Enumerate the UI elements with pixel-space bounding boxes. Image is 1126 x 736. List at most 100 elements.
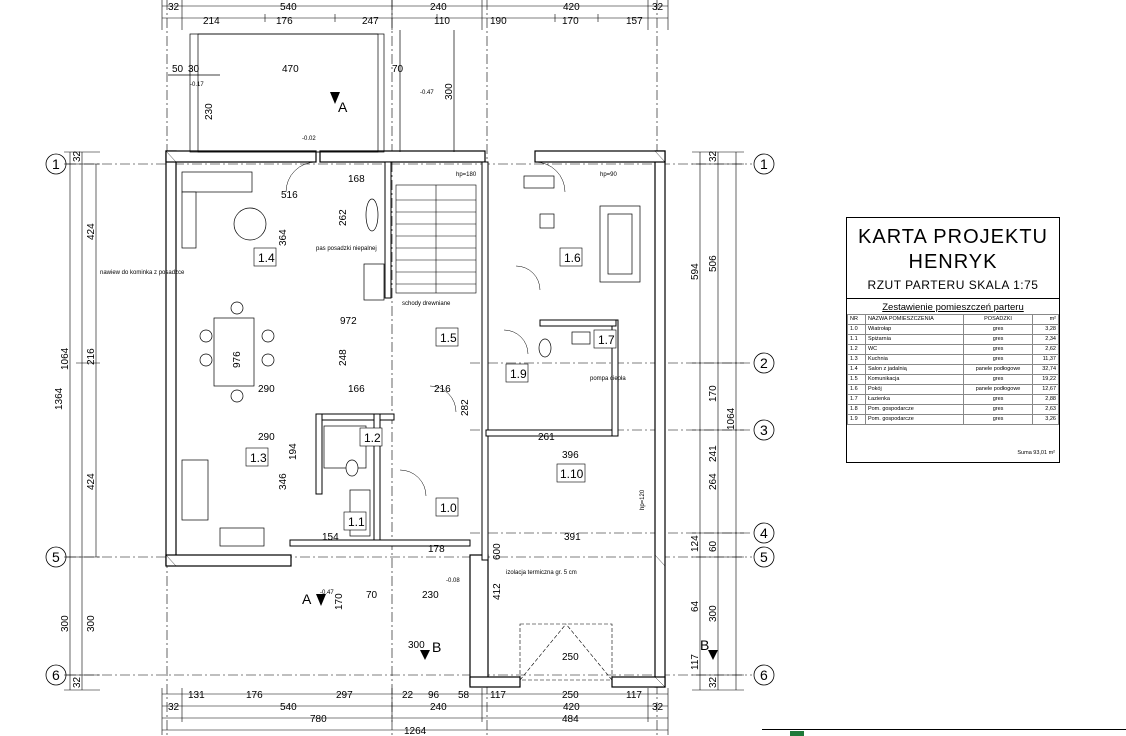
svg-text:1064: 1064 (726, 407, 737, 430)
svg-text:1364: 1364 (54, 387, 65, 410)
svg-text:4: 4 (760, 525, 768, 541)
exterior-walls (165, 150, 666, 688)
section-b-right: B (700, 637, 709, 653)
dim-top-540: 540 (280, 2, 297, 13)
svg-text:1: 1 (760, 156, 768, 172)
svg-text:282: 282 (460, 399, 471, 416)
svg-text:194: 194 (288, 443, 299, 460)
svg-text:1: 1 (52, 156, 60, 172)
svg-text:schody drewniane: schody drewniane (402, 301, 451, 307)
stairs (395, 184, 477, 294)
svg-text:1264: 1264 (404, 726, 427, 735)
svg-text:-0.47: -0.47 (420, 90, 434, 96)
bottom-dim-text-row1: 131 176 297 22 96 58 117 250 117 (188, 690, 642, 701)
card-title: KARTA PROJEKTU (858, 226, 1048, 248)
svg-text:290: 290 (258, 432, 275, 443)
svg-text:297: 297 (336, 690, 353, 701)
wall-hatching (165, 150, 666, 688)
axis-markers (45, 153, 775, 686)
svg-text:540: 540 (280, 702, 297, 713)
section-b-left: B (432, 639, 441, 655)
dim-top-240: 240 (430, 2, 447, 13)
svg-text:470: 470 (282, 64, 299, 75)
svg-text:216: 216 (86, 348, 97, 365)
svg-text:261: 261 (538, 432, 555, 443)
svg-text:1064: 1064 (60, 347, 71, 370)
section-a-bottom: A (302, 591, 312, 607)
svg-text:70: 70 (392, 64, 404, 75)
svg-text:110: 110 (434, 16, 450, 27)
stamp-logo (790, 731, 804, 736)
svg-text:972: 972 (340, 316, 357, 327)
bottom-dimensions (161, 688, 669, 735)
table-header-row: NR NAZWA POMIESZCZENIA POSADZKI m² (847, 314, 1060, 325)
svg-text:6: 6 (52, 667, 60, 683)
dim-top-32a: 32 (168, 2, 180, 13)
svg-text:22: 22 (402, 690, 414, 701)
room-1-5: 1.5 (440, 331, 457, 345)
notes: nawiew do kominka z posadzce pas posadzk… (100, 172, 646, 576)
furniture (181, 171, 641, 547)
svg-text:30: 30 (188, 64, 200, 75)
svg-text:300: 300 (444, 83, 455, 100)
room-1-10: 1.10 (560, 467, 584, 481)
room-labels (245, 247, 617, 531)
svg-text:391: 391 (564, 532, 581, 543)
svg-text:506: 506 (708, 255, 719, 272)
svg-text:484: 484 (562, 714, 579, 725)
svg-text:170: 170 (562, 16, 579, 27)
svg-text:60: 60 (708, 540, 719, 552)
svg-text:396: 396 (562, 450, 579, 461)
svg-text:230: 230 (422, 590, 439, 601)
section-markers: A A B B (302, 92, 718, 660)
left-dim-text: 1364 1064 424 216 424 300 300 32 32 (54, 150, 97, 688)
svg-text:58: 58 (458, 690, 470, 701)
svg-text:3: 3 (760, 422, 768, 438)
section-a-top: A (338, 99, 348, 115)
left-dimensions (64, 151, 100, 691)
room-1-7: 1.7 (598, 333, 615, 347)
svg-text:117: 117 (490, 690, 506, 701)
svg-text:300: 300 (708, 605, 719, 622)
svg-text:178: 178 (428, 544, 445, 555)
svg-text:-0.02: -0.02 (302, 136, 316, 142)
svg-text:5: 5 (760, 549, 768, 565)
svg-text:32: 32 (708, 676, 719, 688)
dim-top-420: 420 (563, 2, 580, 13)
top-dim-text-row2: 214 176 247 110 190 170 157 (203, 16, 643, 27)
svg-text:124: 124 (690, 535, 701, 552)
svg-text:594: 594 (690, 263, 701, 280)
svg-text:117: 117 (626, 690, 642, 701)
garage-door (519, 623, 613, 681)
dim-top-32b: 32 (652, 2, 664, 13)
stamp-strip (762, 729, 1126, 736)
svg-text:5: 5 (52, 549, 60, 565)
svg-text:157: 157 (626, 16, 643, 27)
svg-text:264: 264 (708, 473, 719, 490)
svg-text:hp=180: hp=180 (456, 172, 477, 178)
top-dimensions (161, 0, 669, 30)
svg-text:412: 412 (492, 583, 503, 600)
svg-text:250: 250 (562, 652, 579, 663)
axis-labels: 1 1 2 3 4 5 5 6 6 (52, 156, 768, 683)
top-dim-text-row1: 32 540 240 420 32 (168, 2, 664, 13)
svg-text:-0.17: -0.17 (190, 82, 204, 88)
svg-text:241: 241 (708, 445, 719, 462)
svg-text:176: 176 (246, 690, 263, 701)
svg-text:420: 420 (563, 702, 580, 713)
svg-text:50: 50 (172, 64, 184, 75)
svg-text:nawiew do kominka z posadzce: nawiew do kominka z posadzce (100, 270, 185, 276)
project-card: KARTA PROJEKTU HENRYK RZUT PARTERU SKALA… (846, 217, 1060, 463)
svg-text:168: 168 (348, 174, 365, 185)
interior-walls (289, 161, 619, 561)
svg-text:-0.47: -0.47 (320, 590, 334, 596)
door-swings (285, 161, 566, 497)
right-dimensions (692, 151, 744, 691)
room-1-4: 1.4 (258, 251, 275, 265)
svg-text:pas posadzki niepalnej: pas posadzki niepalnej (316, 246, 377, 252)
